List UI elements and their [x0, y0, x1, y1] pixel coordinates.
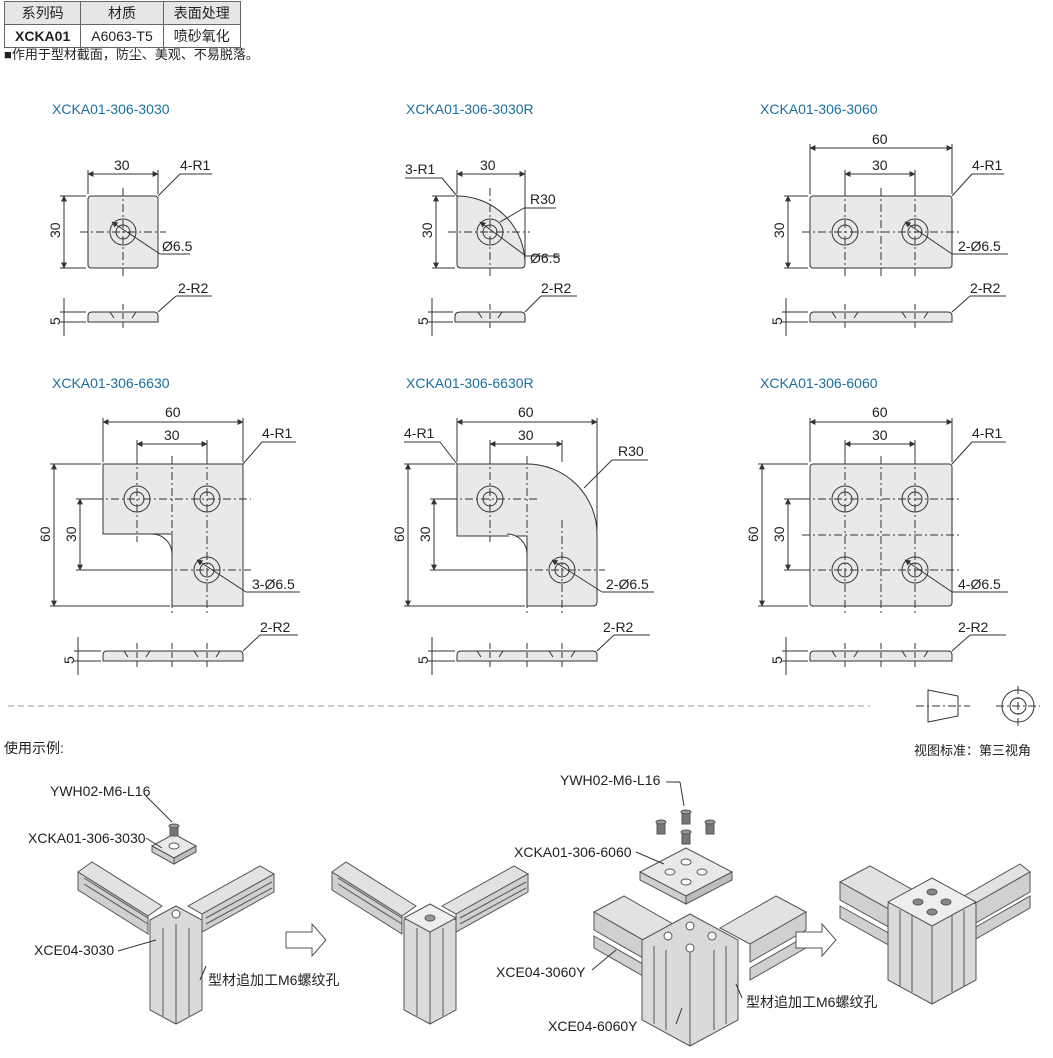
- dim-6-corner: 4-R1: [972, 425, 1003, 441]
- usage-note: ■作用于型材截面，防尘、美观、不易脱落。: [4, 47, 259, 62]
- spec-cell-surface: 喷砂氧化: [162, 24, 241, 48]
- part-name-3: XCKA01-306-3060: [760, 101, 878, 117]
- part-name-2: XCKA01-306-3030R: [406, 101, 534, 117]
- dim-1-side-radius: 2-R2: [178, 280, 209, 296]
- dim-2-thickness: 5: [415, 317, 431, 325]
- dim-6-width-total: 60: [872, 404, 888, 420]
- dim-5-thickness: 5: [415, 656, 431, 664]
- part-name-4: XCKA01-306-6630: [52, 375, 170, 391]
- dim-3-thickness: 5: [769, 317, 785, 325]
- dim-5-hole: 2-Ø6.5: [606, 576, 649, 592]
- dim-2-radius: R30: [530, 191, 556, 207]
- dim-5-corner: 4-R1: [404, 425, 435, 441]
- dim-3-width-total: 60: [872, 131, 888, 147]
- example-1-assembly: [77, 823, 276, 1025]
- ex1-profile-label: XCE04-3030: [34, 942, 115, 958]
- projection-symbol-icon: [916, 686, 1040, 726]
- dim-1-corner: 4-R1: [180, 157, 211, 173]
- dim-4-width-total: 60: [165, 404, 181, 420]
- dim-6-thickness: 5: [769, 656, 785, 664]
- dim-2-corner: 3-R1: [405, 161, 436, 177]
- spec-table-header: 系列码 材质 表面处理: [3, 1, 241, 25]
- arrow-right-icon-1: [285, 922, 327, 958]
- dim-1-height: 30: [47, 222, 63, 238]
- dim-5-height-total: 60: [391, 526, 407, 542]
- spec-cell-material: A6063-T5: [80, 24, 164, 48]
- spec-header-surface: 表面处理: [162, 1, 241, 25]
- ex2-profile-b-label: XCE04-6060Y: [548, 1018, 638, 1034]
- dim-4-hole: 3-Ø6.5: [252, 576, 295, 592]
- part-5-drawing: [404, 418, 654, 675]
- dim-1-thickness: 5: [47, 317, 63, 325]
- dim-3-width-pitch: 30: [872, 157, 888, 173]
- dim-3-hole: 2-Ø6.5: [958, 238, 1001, 254]
- spec-table-row: XCKA01 A6063-T5 喷砂氧化: [3, 24, 241, 48]
- dim-4-corner: 4-R1: [262, 425, 293, 441]
- usage-title: 使用示例:: [4, 740, 64, 756]
- dim-6-hole: 4-Ø6.5: [958, 576, 1001, 592]
- arrow-right-icon-2: [795, 922, 837, 958]
- spec-table: 系列码 材质 表面处理 XCKA01 A6063-T5 喷砂氧化: [3, 1, 241, 48]
- example-1-assembled: [331, 861, 530, 1025]
- ex2-profile-a-label: XCE04-3060Y: [496, 964, 586, 980]
- dim-1-hole: Ø6.5: [162, 238, 193, 254]
- dim-4-height-total: 60: [37, 526, 53, 542]
- ex1-screw-label: YWH02-M6-L16: [50, 783, 151, 799]
- dim-4-width-pitch: 30: [164, 427, 180, 443]
- spec-cell-series: XCKA01: [3, 24, 82, 48]
- dim-2-height: 30: [419, 222, 435, 238]
- dim-5-height-pitch: 30: [417, 526, 433, 542]
- ex2-hole-note: 型材追加工M6螺纹孔: [746, 994, 878, 1010]
- dim-4-thickness: 5: [61, 656, 77, 664]
- dim-3-side-radius: 2-R2: [970, 280, 1001, 296]
- ex1-hole-note: 型材追加工M6螺纹孔: [208, 972, 340, 988]
- dim-3-corner: 4-R1: [972, 157, 1003, 173]
- spec-header-series: 系列码: [3, 1, 82, 25]
- part-3-drawing: [782, 144, 1008, 336]
- dimension-labels: 30 30 4-R1 Ø6.5 5 2-R2 30 30 3-R1 R30 Ø6…: [37, 131, 1003, 664]
- dim-6-side-radius: 2-R2: [958, 619, 989, 635]
- part-1-drawing: [60, 170, 212, 336]
- ex2-cap-label: XCKA01-306-6060: [514, 844, 632, 860]
- part-name-6: XCKA01-306-6060: [760, 375, 878, 391]
- part-6-drawing: [758, 418, 1008, 675]
- part-4-drawing: [50, 418, 300, 675]
- dim-1-width: 30: [114, 157, 130, 173]
- dim-6-height-pitch: 30: [771, 526, 787, 542]
- dim-2-side-radius: 2-R2: [541, 280, 572, 296]
- dim-2-width: 30: [480, 157, 496, 173]
- dim-4-height-pitch: 30: [63, 526, 79, 542]
- dim-5-radius: R30: [618, 443, 644, 459]
- part-name-5: XCKA01-306-6630R: [406, 375, 534, 391]
- dim-3-height: 30: [771, 222, 787, 238]
- projection-note: 视图标准：第三视角: [914, 743, 1032, 758]
- dim-4-side-radius: 2-R2: [260, 619, 291, 635]
- dim-5-width-total: 60: [518, 404, 534, 420]
- part-2-drawing: [405, 170, 577, 336]
- example-2-assembly: [592, 809, 808, 1047]
- ex1-cap-label: XCKA01-306-3030: [28, 830, 146, 846]
- ex2-screw-label: YWH02-M6-L16: [560, 772, 661, 788]
- dim-6-height-total: 60: [745, 526, 761, 542]
- dim-2-hole: Ø6.5: [530, 250, 561, 266]
- dim-6-width-pitch: 30: [872, 427, 888, 443]
- dim-5-side-radius: 2-R2: [603, 619, 634, 635]
- dim-5-width-pitch: 30: [518, 427, 534, 443]
- example-2-assembled: [838, 863, 1031, 1005]
- part-name-1: XCKA01-306-3030: [52, 101, 170, 117]
